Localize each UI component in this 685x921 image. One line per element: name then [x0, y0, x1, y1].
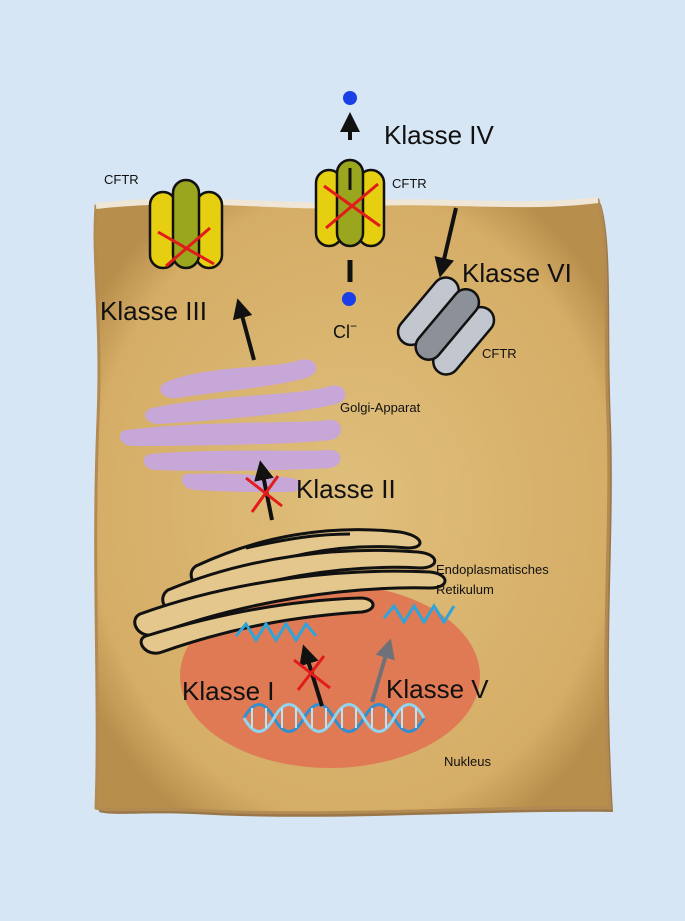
klasse-i-cross [293, 655, 331, 691]
label-klasse-vi: Klasse VI [462, 258, 572, 288]
label-chloride-charge: − [350, 319, 357, 333]
dna-helix [242, 703, 426, 733]
label-chloride: Cl− [333, 319, 357, 342]
cftr-right [396, 276, 496, 376]
label-er-line2: Retikulum [436, 582, 494, 597]
mrna-left [234, 621, 318, 643]
endoplasmic-reticulum [133, 528, 447, 655]
cftr-left [148, 178, 224, 270]
label-cftr-center: CFTR [392, 176, 427, 191]
klasse-ii-arrow [245, 460, 283, 521]
label-nucleus: Nukleus [444, 754, 491, 769]
label-cftr-right: CFTR [482, 346, 517, 361]
label-golgi: Golgi-Apparat [340, 400, 421, 415]
label-klasse-iii: Klasse III [100, 296, 207, 326]
klasse-v-arrow [370, 638, 395, 703]
chloride-ion-bottom [342, 292, 356, 306]
cftr-center [314, 158, 386, 248]
klasse-vi-arrow [434, 207, 458, 278]
label-klasse-ii: Klasse II [296, 474, 396, 504]
chloride-ion-top [343, 91, 357, 105]
cftr-left-cross [157, 226, 215, 268]
nucleus [180, 584, 480, 768]
cftr-center-cross [323, 182, 381, 230]
label-cftr-left: CFTR [104, 172, 139, 187]
label-er-line1: Endoplasmatisches [436, 562, 549, 577]
klasse-iii-arrow [232, 298, 256, 361]
klasse-ii-cross [245, 475, 283, 513]
label-klasse-v: Klasse V [386, 674, 489, 704]
klasse-i-arrow [293, 644, 331, 707]
label-klasse-i: Klasse I [182, 676, 275, 706]
label-klasse-iv: Klasse IV [384, 120, 494, 150]
mrna-right [382, 603, 456, 625]
